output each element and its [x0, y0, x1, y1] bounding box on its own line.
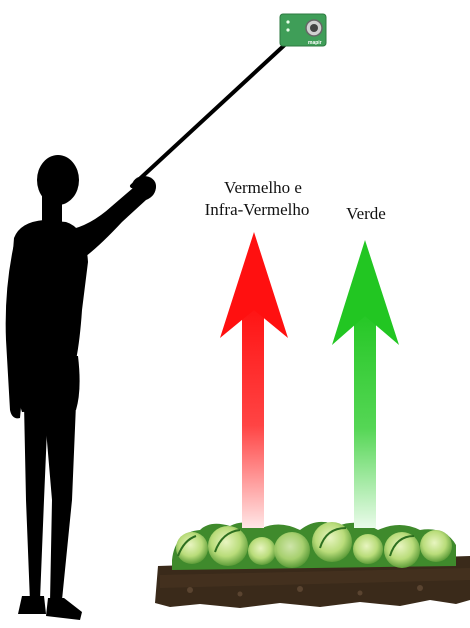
cabbage-head — [353, 534, 383, 564]
cabbage-head — [248, 537, 276, 565]
sensor-pole — [132, 40, 290, 186]
cabbage-head — [274, 532, 310, 568]
green-arrow — [332, 240, 399, 528]
cabbage-head — [420, 530, 452, 562]
crop-row — [172, 522, 456, 570]
person-silhouette — [6, 155, 156, 620]
red-nir-label-line1: Vermelho e — [198, 178, 328, 198]
multispectral-camera: mapir — [280, 14, 326, 46]
red-nir-arrow — [220, 232, 288, 528]
cabbage-head — [208, 526, 248, 566]
red-nir-label-line2: Infra-Vermelho — [192, 200, 322, 220]
cabbage-head — [384, 532, 420, 568]
camera-brand: mapir — [308, 40, 322, 46]
green-label: Verde — [336, 204, 396, 224]
